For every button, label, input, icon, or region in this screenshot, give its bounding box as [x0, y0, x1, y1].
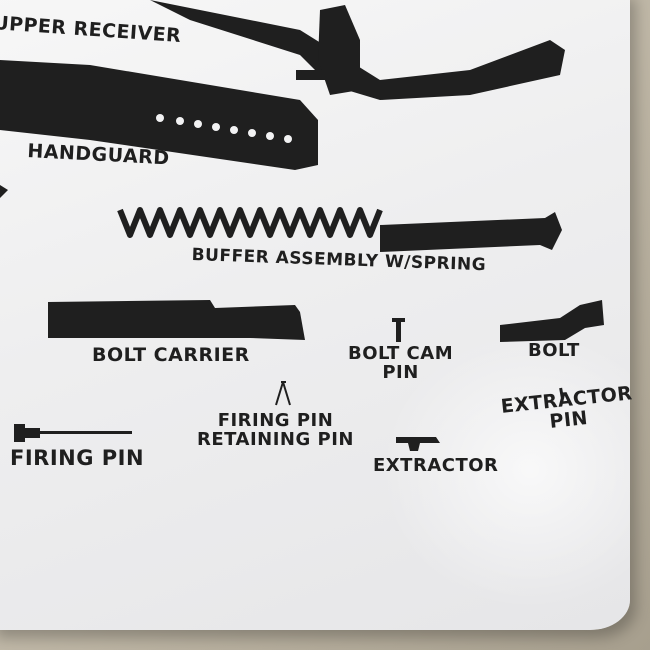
firing-pin-label: FIRING PIN [10, 446, 145, 470]
extractor-label: EXTRACTOR [373, 455, 499, 476]
poster-glare [380, 330, 630, 610]
bolt-cam-pin-label-line1: BOLT CAM [348, 343, 454, 364]
bolt-label: BOLT [528, 340, 580, 361]
bolt-cam-pin-label-line2: PIN [382, 361, 419, 383]
firing-pin-retaining-label: FIRING PIN RETAINING PIN [197, 410, 354, 450]
bolt-carrier-label: BOLT CARRIER [92, 344, 250, 366]
firing-pin-retaining-label-line1: FIRING PIN [217, 410, 334, 431]
firing-pin-retaining-label-line2: RETAINING PIN [197, 428, 354, 450]
bolt-cam-pin-label: BOLT CAM PIN [348, 343, 454, 383]
